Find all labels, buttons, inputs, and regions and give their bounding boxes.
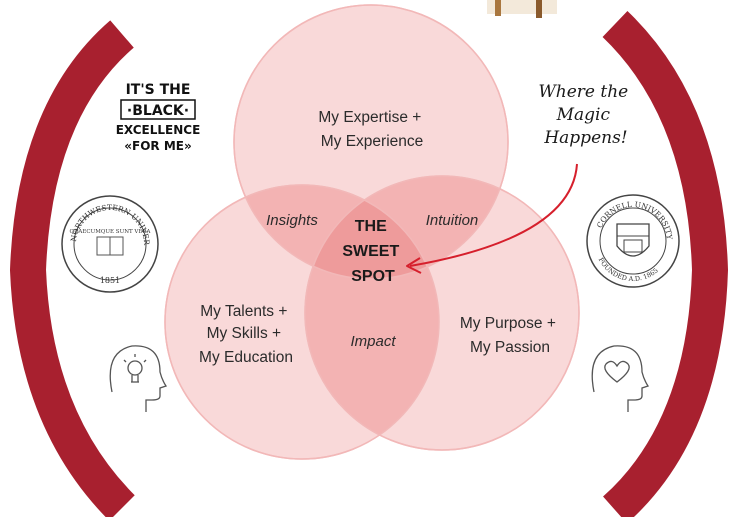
right-arc: [602, 10, 729, 517]
label-intuition: Intuition: [426, 212, 479, 229]
svg-text:QUAECUMQUE SUNT VERA: QUAECUMQUE SUNT VERA: [69, 229, 151, 235]
label-top-circle: My Expertise + My Experience: [318, 109, 425, 150]
svg-text:EXCELLENCE: EXCELLENCE: [116, 123, 201, 137]
label-right-circle: My Purpose + My Passion: [460, 315, 560, 356]
callout-text: Where the Magic Happens!: [538, 82, 633, 148]
left-arc: [9, 20, 135, 517]
lightbulb-head-icon: [109, 345, 168, 412]
callout-arrow: [409, 163, 578, 267]
label-left-circle: My Talents + My Skills + My Education: [199, 303, 293, 366]
svg-text:«FOR ME»: «FOR ME»: [124, 139, 191, 153]
svg-text:1851: 1851: [100, 276, 120, 285]
black-excellence-badge: IT'S THE ·BLACK· EXCELLENCE «FOR ME»: [116, 82, 201, 153]
frame-fragment: [487, 0, 557, 18]
label-sweet-spot: THE SWEET SPOT: [342, 218, 403, 285]
cornell-seal: CORNELL UNIVERSITY FOUNDED A.D. 1865: [586, 194, 680, 288]
callout-arrowhead-icon: [406, 257, 422, 274]
overlap-center: [305, 185, 439, 279]
label-impact: Impact: [350, 333, 396, 350]
heart-head-icon: [591, 345, 650, 412]
venn: [164, 4, 580, 460]
label-insights: Insights: [266, 212, 318, 229]
svg-text:·BLACK·: ·BLACK·: [127, 103, 189, 119]
svg-text:IT'S THE: IT'S THE: [126, 82, 191, 98]
